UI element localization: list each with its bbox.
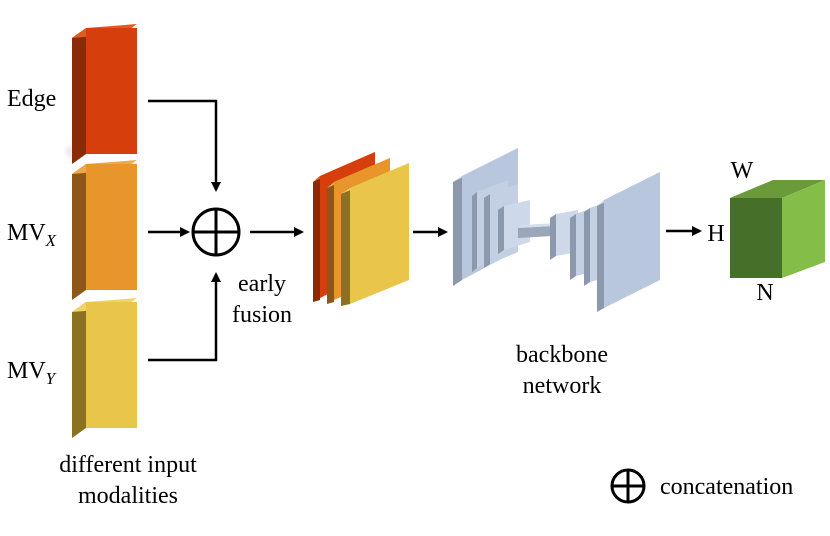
edge-label: Edge bbox=[7, 86, 56, 112]
fusion-label-line1: early bbox=[238, 271, 286, 297]
backbone-label-line2: network bbox=[523, 373, 602, 399]
backbone-label-line1: backbone bbox=[516, 342, 608, 368]
dim-h-label: H bbox=[707, 221, 724, 247]
mvx-label: MVX bbox=[7, 220, 57, 250]
circle-plus-icon bbox=[191, 207, 241, 257]
mvy-label-sub: Y bbox=[46, 369, 57, 388]
fused-slab-stack bbox=[313, 152, 409, 306]
mvx-label-main: MV bbox=[7, 220, 46, 246]
dim-w-label: W bbox=[731, 158, 754, 184]
legend-label: concatenation bbox=[660, 474, 793, 500]
edge-arrow bbox=[148, 99, 221, 192]
mvx-label-sub: X bbox=[45, 231, 57, 250]
inputs-caption-line1: different input bbox=[59, 452, 197, 478]
mvy-slab bbox=[72, 298, 137, 438]
mvy-arrow bbox=[148, 272, 221, 362]
dim-n-label: N bbox=[756, 280, 773, 306]
fusion-label-line2: fusion bbox=[232, 302, 292, 328]
output-cube bbox=[730, 180, 825, 278]
mvy-label-main: MV bbox=[7, 358, 46, 384]
inputs-caption-line2: modalities bbox=[78, 483, 178, 509]
legend: concatenation bbox=[610, 468, 793, 504]
mvx-slab bbox=[72, 160, 137, 300]
legend-circle-plus-icon bbox=[610, 468, 646, 504]
edge-slab bbox=[66, 24, 137, 164]
mvy-label: MVY bbox=[7, 358, 57, 388]
backbone-network bbox=[453, 148, 660, 312]
